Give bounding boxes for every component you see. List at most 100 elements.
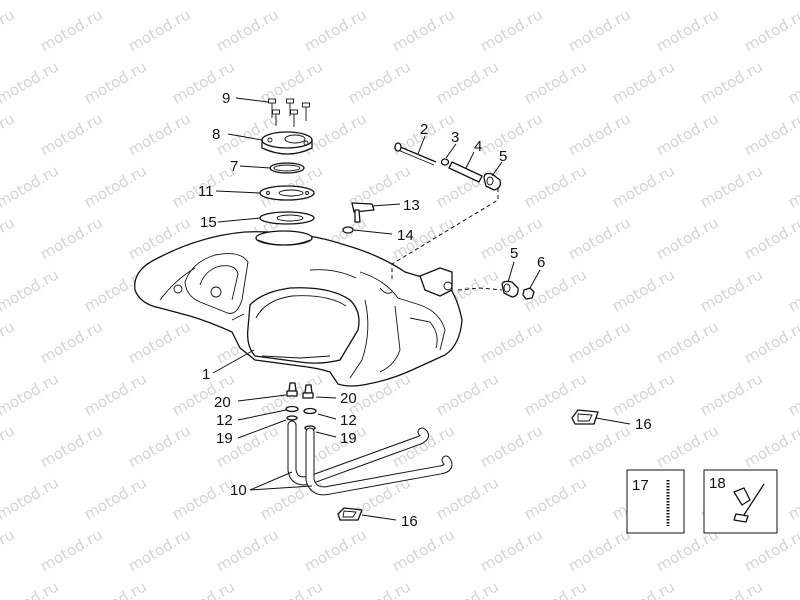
watermark-text: motod.ru bbox=[565, 525, 634, 575]
callout-20-left: 20 bbox=[214, 394, 231, 411]
watermark-text: motod.ru bbox=[169, 473, 238, 523]
watermark-text: motod.ru bbox=[609, 0, 678, 3]
watermark-text: motod.ru bbox=[0, 161, 62, 211]
callout-14: 14 bbox=[397, 227, 414, 244]
watermark-text: motod.ru bbox=[521, 57, 590, 107]
watermark-text: motod.ru bbox=[125, 5, 194, 55]
pad-part-16-right bbox=[571, 409, 599, 425]
watermark-text: motod.ru bbox=[0, 421, 18, 471]
callout-5-bottom: 5 bbox=[510, 245, 518, 262]
clamp-part-12-right bbox=[303, 407, 317, 415]
watermark-text: motod.ru bbox=[697, 0, 766, 3]
guide-line-top bbox=[391, 188, 499, 280]
watermark-text: motod.ru bbox=[433, 473, 502, 523]
nut-part-6 bbox=[522, 287, 535, 300]
watermark-text: motod.ru bbox=[37, 5, 106, 55]
watermark-text: motod.ru bbox=[37, 421, 106, 471]
watermark-text: motod.ru bbox=[301, 525, 370, 575]
watermark-text: motod.ru bbox=[0, 5, 18, 55]
inset-box-part-17 bbox=[626, 469, 685, 534]
watermark-text: motod.ru bbox=[609, 161, 678, 211]
watermark-text: motod.ru bbox=[521, 473, 590, 523]
callout-10: 10 bbox=[230, 482, 247, 499]
watermark-text: motod.ru bbox=[697, 577, 766, 600]
callout-13: 13 bbox=[403, 197, 420, 214]
watermark-text: motod.ru bbox=[345, 577, 414, 600]
watermark-text: motod.ru bbox=[477, 525, 546, 575]
watermark-text: motod.ru bbox=[125, 421, 194, 471]
watermark-text: motod.ru bbox=[125, 317, 194, 367]
watermark-text: motod.ru bbox=[433, 577, 502, 600]
fitting-part-13 bbox=[351, 202, 375, 223]
watermark-text: motod.ru bbox=[609, 369, 678, 419]
callout-7: 7 bbox=[230, 158, 238, 175]
watermark-text: motod.ru bbox=[0, 577, 62, 600]
callout-3: 3 bbox=[451, 129, 459, 146]
callout-15: 15 bbox=[200, 214, 217, 231]
watermark-text: motod.ru bbox=[301, 109, 370, 159]
filler-cap-part-8 bbox=[261, 131, 313, 155]
watermark-text: motod.ru bbox=[785, 161, 800, 211]
watermark-text: motod.ru bbox=[609, 265, 678, 315]
watermark-text: motod.ru bbox=[37, 525, 106, 575]
watermark-text: motod.ru bbox=[169, 0, 238, 3]
fitting-part-20-right bbox=[302, 384, 314, 399]
watermark-text: motod.ru bbox=[125, 109, 194, 159]
callout-4: 4 bbox=[474, 138, 482, 155]
watermark-text: motod.ru bbox=[213, 525, 282, 575]
watermark-text: motod.ru bbox=[653, 317, 722, 367]
watermark-text: motod.ru bbox=[433, 369, 502, 419]
watermark-text: motod.ru bbox=[653, 213, 722, 263]
watermark-text: motod.ru bbox=[477, 421, 546, 471]
guide-line-bottom bbox=[457, 287, 503, 291]
callout-8: 8 bbox=[212, 126, 220, 143]
watermark-text: motod.ru bbox=[565, 421, 634, 471]
watermark-text: motod.ru bbox=[477, 317, 546, 367]
watermark-text: motod.ru bbox=[37, 213, 106, 263]
watermark-text: motod.ru bbox=[345, 57, 414, 107]
callout-1: 1 bbox=[202, 366, 210, 383]
watermark-text: motod.ru bbox=[521, 577, 590, 600]
watermark-text: motod.ru bbox=[389, 525, 458, 575]
watermark-text: motod.ru bbox=[697, 265, 766, 315]
oring-part-7 bbox=[269, 162, 305, 174]
watermark-text: motod.ru bbox=[81, 161, 150, 211]
watermark-text: motod.ru bbox=[0, 109, 18, 159]
watermark-text: motod.ru bbox=[697, 161, 766, 211]
watermark-text: motod.ru bbox=[565, 5, 634, 55]
callout-19-right: 19 bbox=[340, 430, 357, 447]
pad-part-16-bottom bbox=[337, 507, 363, 521]
watermark-text: motod.ru bbox=[741, 109, 800, 159]
watermark-text: motod.ru bbox=[125, 525, 194, 575]
watermark-text: motod.ru bbox=[521, 0, 590, 3]
watermark-text: motod.ru bbox=[785, 57, 800, 107]
spacer-part-4 bbox=[448, 161, 483, 183]
clamp-part-12-left bbox=[285, 405, 299, 413]
callout-16-right: 16 bbox=[635, 416, 652, 433]
watermark-text: motod.ru bbox=[81, 473, 150, 523]
watermark-text: motod.ru bbox=[741, 213, 800, 263]
watermark-text: motod.ru bbox=[345, 0, 414, 3]
watermark-text: motod.ru bbox=[477, 109, 546, 159]
callout-16-bottom: 16 bbox=[401, 513, 418, 530]
callout-9: 9 bbox=[222, 90, 230, 107]
watermark-text: motod.ru bbox=[785, 473, 800, 523]
watermark-text: motod.ru bbox=[609, 577, 678, 600]
watermark-text: motod.ru bbox=[257, 577, 326, 600]
gasket-part-15 bbox=[259, 211, 315, 225]
screws-part-9 bbox=[268, 98, 310, 127]
watermark-text: motod.ru bbox=[0, 525, 18, 575]
washer-part-19-left bbox=[286, 415, 298, 421]
bolt-part-2 bbox=[394, 142, 437, 166]
watermark-text: motod.ru bbox=[433, 0, 502, 3]
watermark-text: motod.ru bbox=[0, 317, 18, 367]
callout-20-right: 20 bbox=[340, 390, 357, 407]
watermark-text: motod.ru bbox=[741, 5, 800, 55]
watermark-text: motod.ru bbox=[477, 5, 546, 55]
watermark-text: motod.ru bbox=[565, 109, 634, 159]
callout-18: 18 bbox=[709, 475, 726, 492]
callout-2: 2 bbox=[420, 121, 428, 138]
watermark-text: motod.ru bbox=[565, 317, 634, 367]
watermark-text: motod.ru bbox=[169, 577, 238, 600]
